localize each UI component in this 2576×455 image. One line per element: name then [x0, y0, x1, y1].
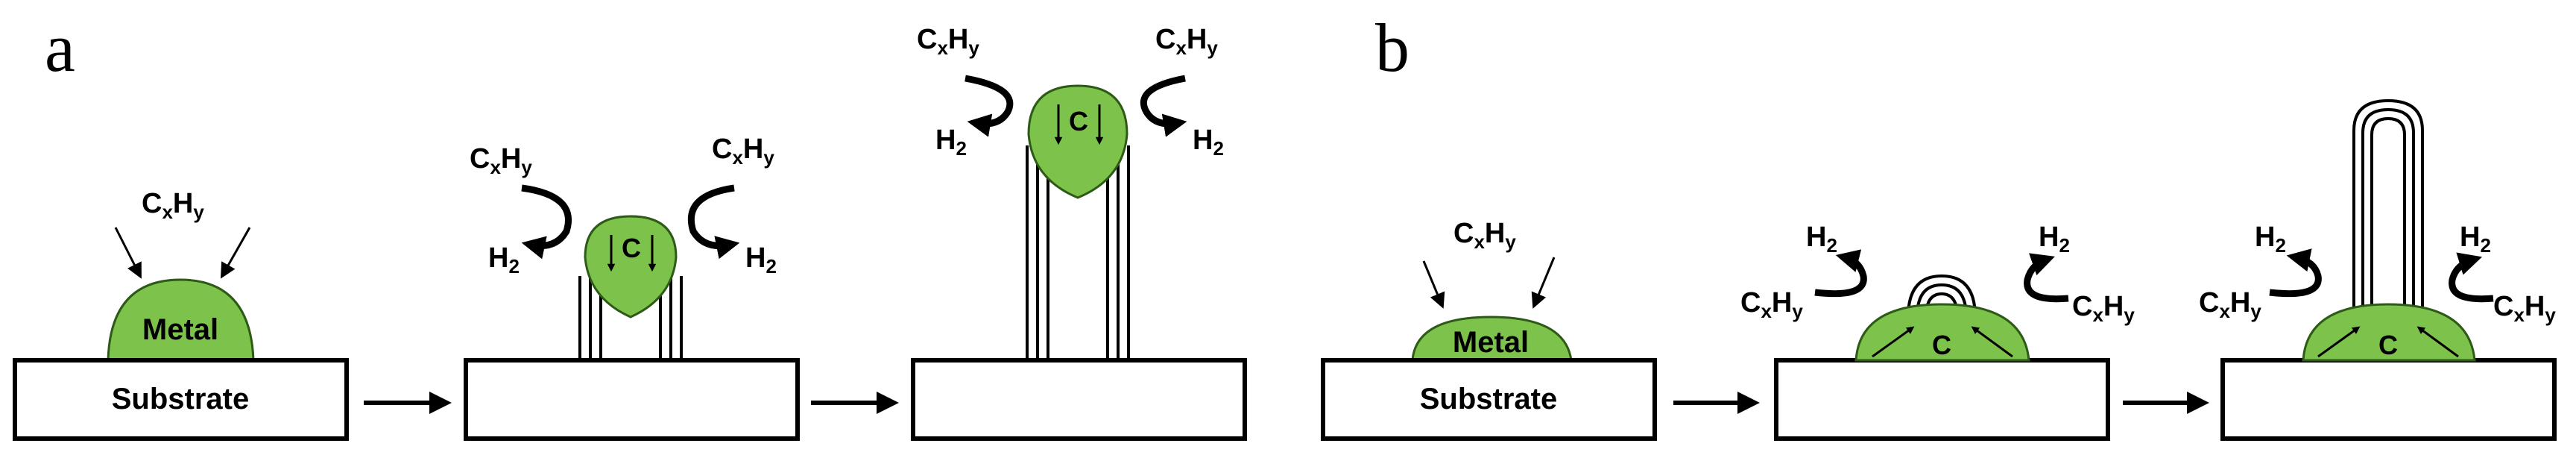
substrate-box — [1321, 358, 1657, 441]
product-label-left: H2 — [2255, 222, 2286, 257]
metal-particle — [1411, 316, 1573, 362]
panel-b-step3: C H2 H2 CxHy CxHy — [2199, 98, 2557, 441]
carbon-label: C — [622, 233, 641, 263]
reactant-label-right: CxHy — [2493, 291, 2556, 326]
substrate-box — [1774, 358, 2110, 441]
reactant-label-left: CxHy — [917, 24, 979, 59]
product-label-left: H2 — [935, 125, 967, 160]
deposit-arrow-left — [114, 227, 142, 279]
panel-a-step1: CxHy Metal Substrate — [13, 188, 349, 441]
reactant-label-left: CxHy — [1740, 287, 1803, 322]
reactant-label-right: CxHy — [2072, 291, 2135, 326]
deposit-arrow-right — [1531, 257, 1556, 309]
exchange-arrow-right — [687, 184, 740, 260]
substrate-box — [2220, 358, 2557, 441]
metal-particle — [1854, 303, 2030, 362]
reactant-label-left: CxHy — [470, 143, 532, 178]
reactant-label-right: CxHy — [712, 134, 774, 169]
exchange-arrow-left — [521, 184, 572, 260]
deposit-arrow-right — [220, 227, 251, 279]
metal-particle — [1027, 84, 1128, 199]
substrate-label: Substrate — [112, 383, 250, 415]
product-label-left: H2 — [488, 242, 520, 277]
substrate-box — [13, 358, 349, 441]
exchange-arrow-right — [2024, 253, 2069, 303]
substrate-box — [911, 358, 1247, 441]
carbon-label: C — [1932, 330, 1951, 360]
substrate-label: Substrate — [1420, 383, 1558, 415]
product-label-left: H2 — [1806, 222, 1837, 257]
exchange-arrow-right — [2449, 252, 2494, 303]
nanotube-walls — [2352, 98, 2424, 313]
carbon-diffusion-arrow-right — [1971, 326, 2013, 358]
product-label-right: H2 — [2460, 222, 2491, 257]
panel-a-step3: C CxHy CxHy H2 H2 — [911, 24, 1247, 441]
nanotube-walls — [1026, 145, 1130, 360]
substrate-box — [464, 358, 800, 441]
exchange-arrow-left — [1814, 249, 1867, 298]
carbon-diffusion-arrow-left — [1872, 326, 1915, 358]
panel-a-label: a — [45, 10, 75, 86]
reactant-label-left: CxHy — [2199, 287, 2261, 322]
panel-a-step2: C CxHy CxHy H2 H2 — [464, 134, 800, 441]
product-label-right: H2 — [745, 242, 777, 277]
reactant-label: CxHy — [142, 188, 204, 223]
metal-particle — [2302, 303, 2476, 362]
deposit-arrow-left — [1422, 260, 1445, 309]
panel-b-label: b — [1375, 10, 1409, 86]
exchange-arrow-left — [2269, 248, 2322, 298]
panel-b-step1: CxHy Metal Substrate — [1321, 218, 1657, 441]
metal-label: Metal — [142, 313, 218, 346]
metal-label: Metal — [1453, 326, 1529, 359]
carbon-diffusion-arrow-left — [2317, 326, 2361, 358]
product-label-right: H2 — [2039, 222, 2070, 257]
carbon-label: C — [1069, 106, 1088, 136]
carbon-label: C — [2378, 330, 2398, 360]
product-label-right: H2 — [1193, 125, 1224, 160]
metal-particle — [107, 278, 255, 362]
exchange-arrow-left — [965, 75, 1014, 137]
reactant-label: CxHy — [1453, 218, 1516, 253]
carbon-diffusion-arrow-right — [2416, 326, 2459, 358]
panel-b-step2: C H2 H2 CxHy CxHy — [1740, 222, 2135, 441]
metal-particle — [584, 215, 678, 318]
reactant-label-right: CxHy — [1155, 24, 1218, 59]
exchange-arrow-right — [1140, 75, 1187, 137]
